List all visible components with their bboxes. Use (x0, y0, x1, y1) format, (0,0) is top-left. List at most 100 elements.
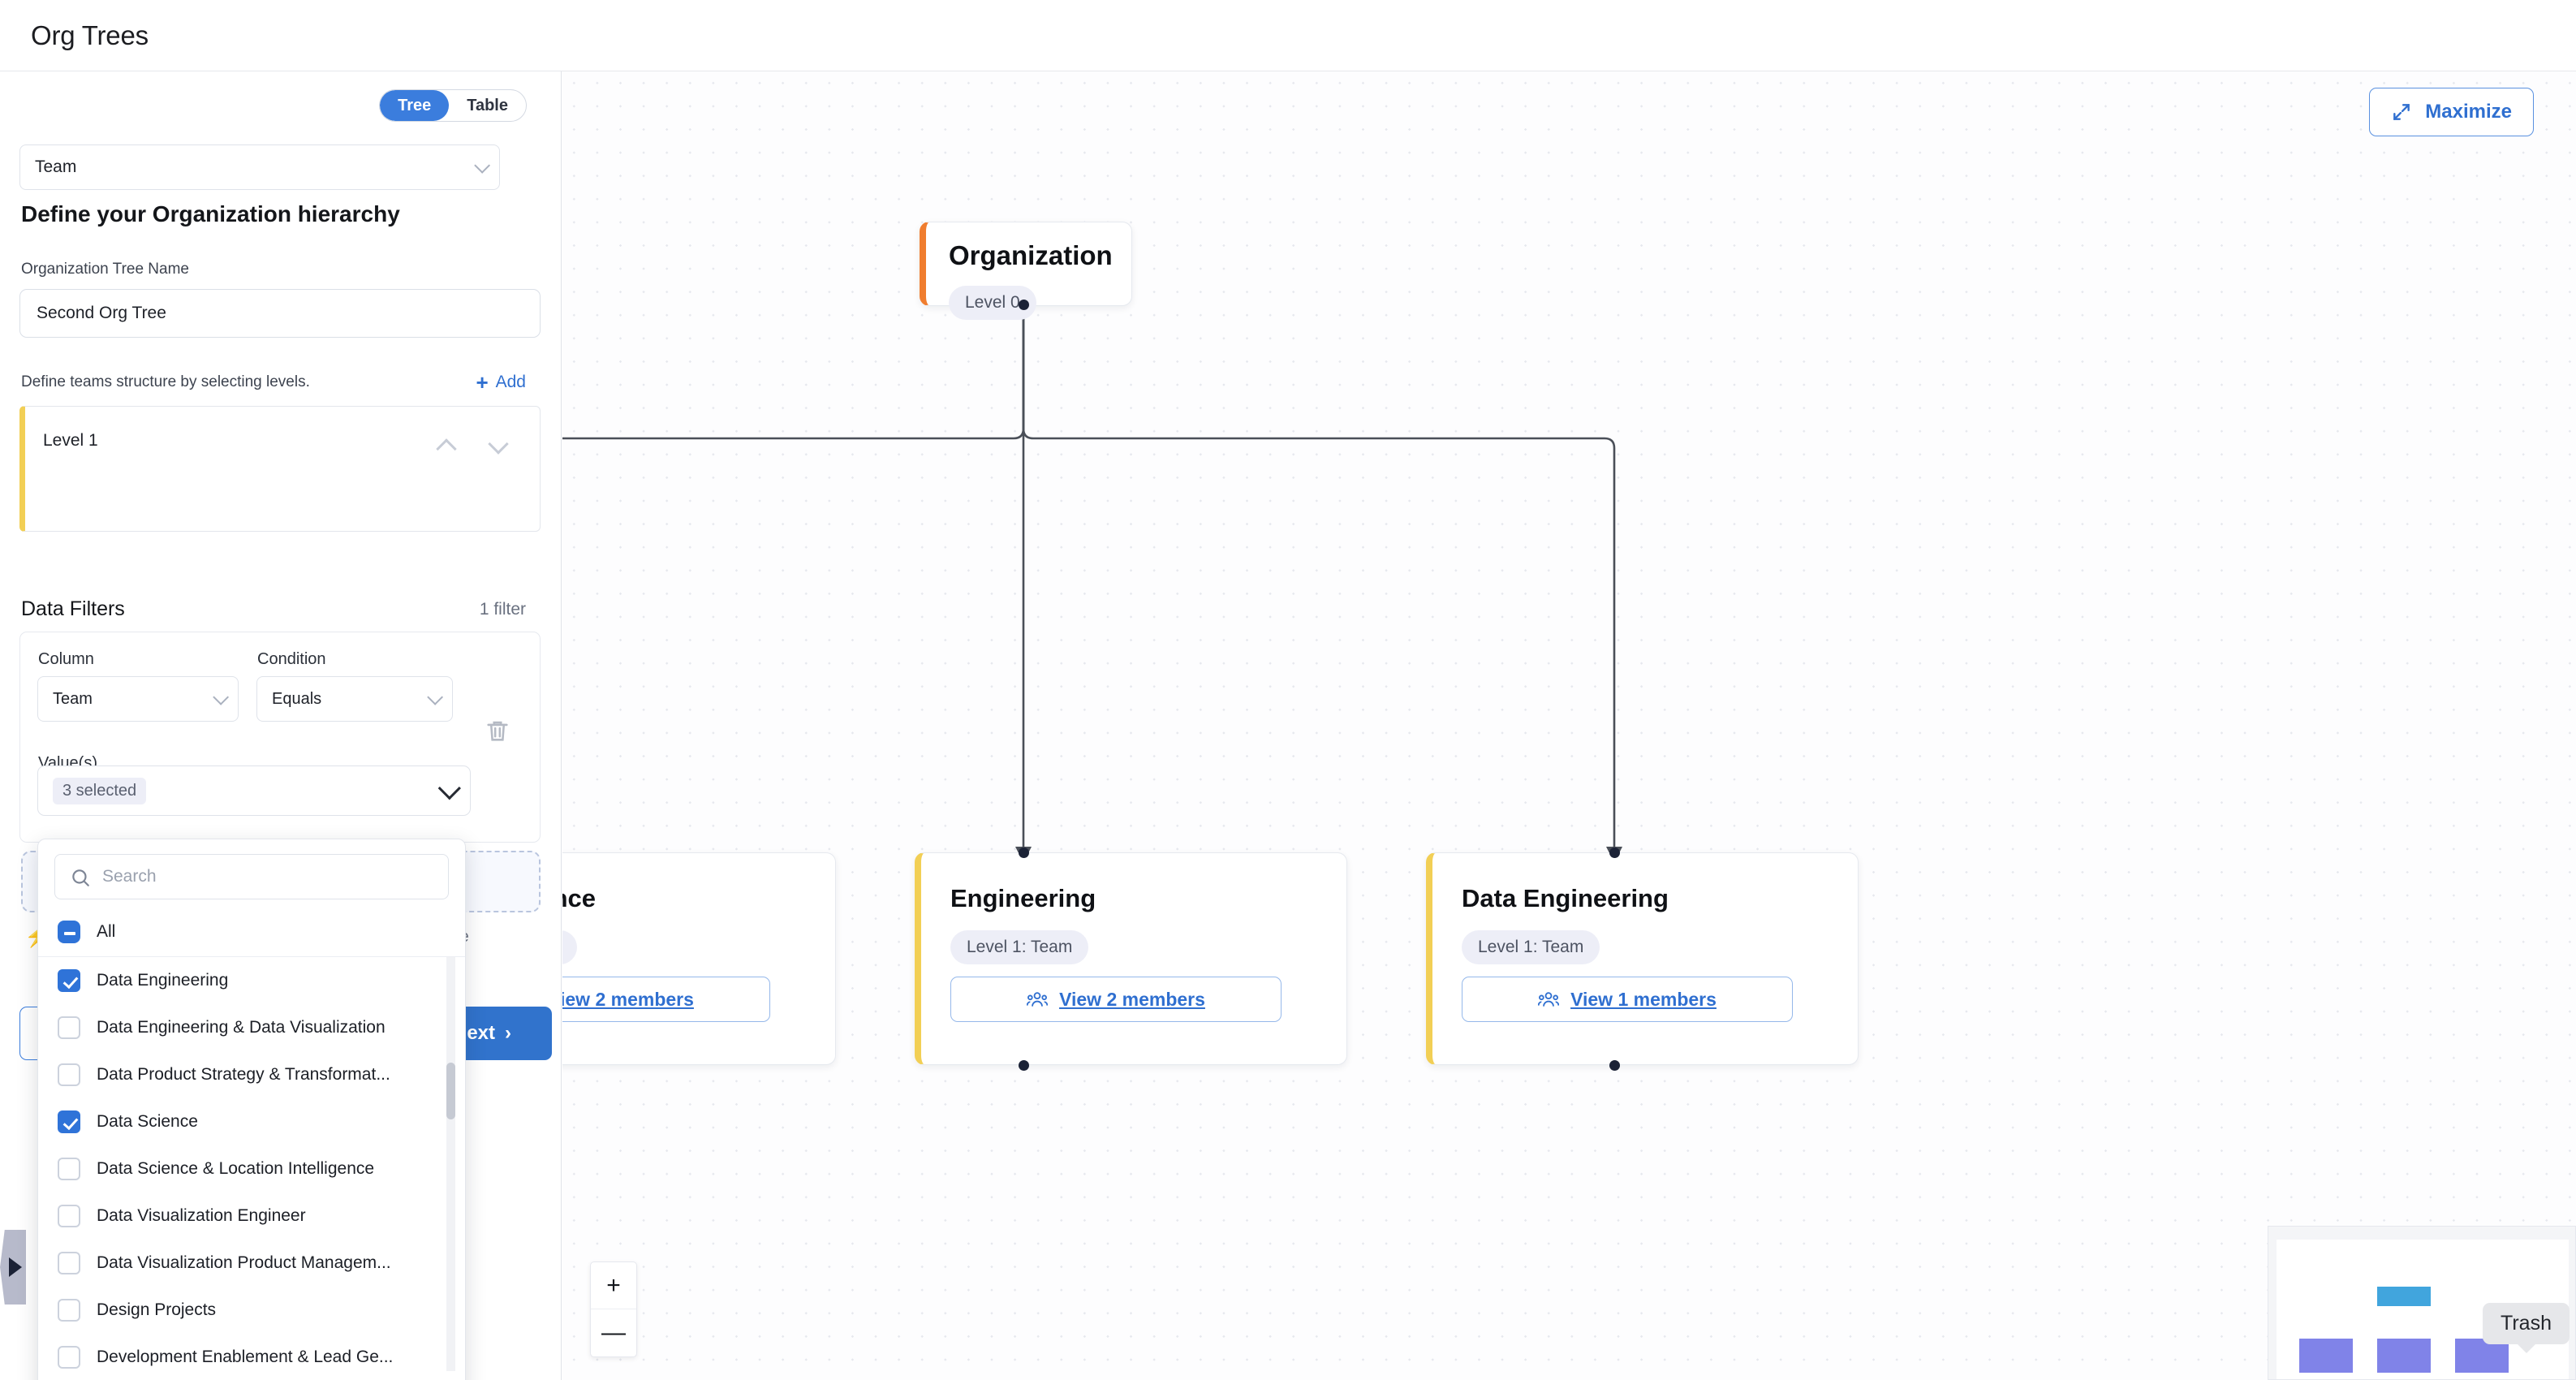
tree-name-label: Organization Tree Name (21, 261, 189, 278)
plus-icon: + (476, 370, 489, 395)
node-level-badge: Level 1: Team (1462, 930, 1600, 964)
panel-collapse-handle[interactable] (0, 1230, 26, 1305)
zoom-in-button[interactable]: + (591, 1262, 636, 1309)
search-icon (72, 869, 89, 886)
tree-name-input[interactable] (19, 289, 541, 338)
list-item-label: Development Enablement & Lead Ge... (97, 1348, 394, 1366)
dropdown-option-list[interactable]: Data Engineering Data Engineering & Data… (38, 957, 465, 1371)
filter-column-select[interactable]: Team (37, 676, 239, 722)
trash-tooltip: Trash (2483, 1303, 2570, 1353)
node-title: Data Engineering (1462, 884, 1669, 912)
list-item[interactable]: Data Product Strategy & Transformat... (38, 1051, 465, 1098)
checkbox-icon[interactable] (58, 1205, 80, 1227)
checkbox-indeterminate-icon[interactable] (58, 921, 80, 943)
panel-heading: Define your Organization hierarchy (21, 201, 400, 226)
levels-hint-row: Define teams structure by selecting leve… (21, 372, 541, 393)
org-node-root[interactable]: Organization Level 0 (920, 222, 1132, 320)
dropdown-select-all[interactable]: All (38, 911, 465, 957)
maximize-button[interactable]: Maximize (2369, 88, 2534, 136)
select-all-label: All (97, 922, 116, 941)
org-chart-canvas[interactable]: Maximize Organization Level 0 Data Scien… (562, 71, 2576, 1380)
node-handle-bottom[interactable] (1609, 1060, 1620, 1071)
minimap-child-node (2377, 1339, 2431, 1373)
list-item[interactable]: Design Projects (38, 1287, 465, 1334)
view-members-button[interactable]: View 1 members (1462, 977, 1793, 1022)
trash-icon[interactable] (484, 717, 511, 744)
checkbox-icon[interactable] (58, 1110, 80, 1133)
filters-count: 1 filter (479, 599, 526, 619)
list-item[interactable]: Data Visualization Engineer (38, 1192, 465, 1240)
view-members-label: View 2 members (562, 988, 694, 1010)
search-input[interactable] (102, 867, 414, 886)
zoom-controls[interactable]: + — (590, 1261, 637, 1357)
dropdown-scrollbar-thumb[interactable] (446, 1063, 455, 1119)
left-panel: Tree Table Define your Organization hier… (0, 71, 562, 1380)
node-level-badge: Level 1: Team (562, 930, 578, 964)
chevron-down-icon (437, 777, 461, 800)
chevron-down-icon (427, 688, 444, 705)
list-item[interactable]: Data Science & Location Intelligence (38, 1145, 465, 1192)
expand-arrows-icon (2393, 104, 2410, 120)
list-item-label: Design Projects (97, 1300, 217, 1319)
values-dropdown-popover[interactable]: All Data Engineering Data Engineering & … (37, 839, 466, 1380)
selected-count-chip: 3 selected (53, 777, 147, 804)
list-item[interactable]: Data Engineering (38, 957, 465, 1004)
checkbox-icon[interactable] (58, 1158, 80, 1180)
view-members-button[interactable]: View 2 members (950, 977, 1282, 1022)
zoom-out-button[interactable]: — (601, 1319, 626, 1346)
people-icon (1538, 992, 1560, 1007)
checkbox-icon[interactable] (58, 1063, 80, 1086)
level-type-select[interactable]: Team (19, 144, 500, 190)
org-node-data-engineering[interactable]: Data Engineering Level 1: Team View 1 me… (1426, 852, 1859, 1065)
list-item-label: Data Engineering & Data Visualization (97, 1018, 386, 1037)
minimap-child-node (2299, 1339, 2353, 1373)
list-item-label: Data Science (97, 1112, 198, 1131)
filter-column-label: Column (38, 650, 94, 668)
chevron-down-icon (474, 157, 491, 174)
tab-table[interactable]: Table (467, 96, 508, 114)
list-item[interactable]: Data Science (38, 1098, 465, 1145)
list-item[interactable]: Data Visualization Product Managem... (38, 1240, 465, 1287)
chevron-right-icon: › (505, 1022, 512, 1044)
view-toggle[interactable]: Tree Table (379, 89, 527, 122)
list-item[interactable]: Data Engineering & Data Visualization (38, 1004, 465, 1051)
filters-title: Data Filters (21, 597, 125, 620)
checkbox-icon[interactable] (58, 1252, 80, 1274)
node-title: Organization (949, 240, 1113, 270)
node-handle-top[interactable] (1019, 847, 1029, 858)
people-icon (1027, 992, 1049, 1007)
chevron-up-icon[interactable] (436, 436, 457, 457)
filter-condition-select[interactable]: Equals (256, 676, 453, 722)
filter-column-value: Team (53, 689, 93, 708)
filter-values-select[interactable]: 3 selected (37, 765, 471, 816)
top-bar: Org Trees (0, 0, 2576, 71)
minimap[interactable] (2268, 1226, 2576, 1380)
org-node-engineering[interactable]: Engineering Level 1: Team View 2 members (915, 852, 1347, 1065)
list-item[interactable]: Development Enablement & Lead Ge... (38, 1334, 465, 1371)
checkbox-icon[interactable] (58, 1346, 80, 1369)
node-handle-bottom[interactable] (1019, 1060, 1029, 1071)
list-item-label: Data Product Strategy & Transformat... (97, 1065, 390, 1084)
level-title: Level 1 (43, 431, 98, 450)
tab-tree[interactable]: Tree (380, 90, 450, 121)
view-members-button[interactable]: View 2 members (562, 977, 770, 1022)
node-handle-top[interactable] (1609, 847, 1620, 858)
minimap-root-node (2377, 1287, 2431, 1306)
minimap-child-node (2455, 1339, 2509, 1373)
dropdown-search[interactable] (54, 854, 449, 899)
maximize-label: Maximize (2425, 101, 2512, 123)
node-title: Engineering (950, 884, 1096, 912)
add-level-button[interactable]: + Add (476, 372, 526, 393)
checkbox-icon[interactable] (58, 969, 80, 992)
node-title: Data Science (562, 884, 596, 912)
chevron-down-icon[interactable] (488, 436, 509, 457)
checkbox-icon[interactable] (58, 1299, 80, 1322)
filter-condition-value: Equals (272, 689, 322, 708)
org-node-data-science[interactable]: Data Science Level 1: Team View 2 member… (562, 852, 836, 1065)
list-item-label: Data Visualization Engineer (97, 1206, 306, 1225)
checkbox-icon[interactable] (58, 1016, 80, 1039)
node-handle-bottom[interactable] (1019, 300, 1029, 310)
view-members-label: View 1 members (1570, 988, 1717, 1010)
page-title: Org Trees (31, 19, 149, 50)
